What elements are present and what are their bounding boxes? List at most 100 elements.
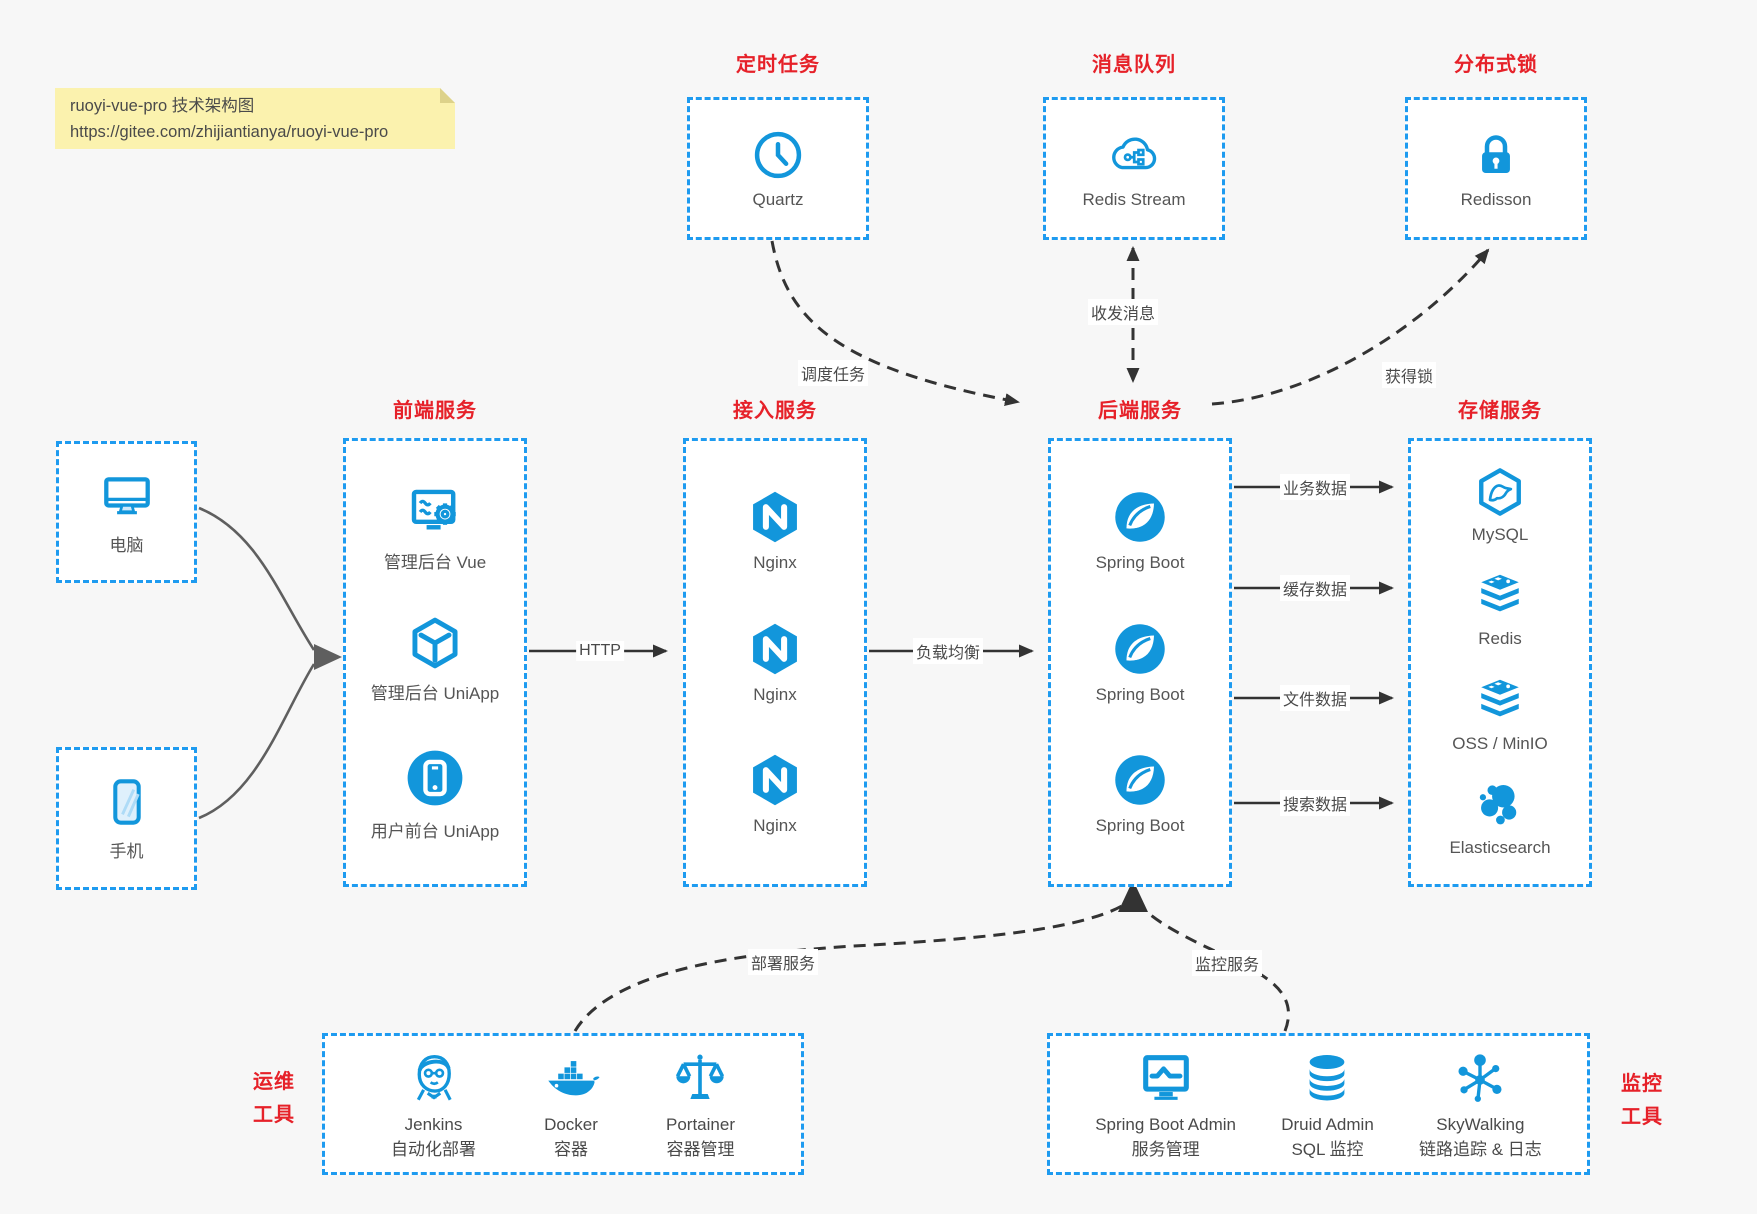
- docker-label: Docker: [544, 1114, 598, 1134]
- spring-boot-item: Spring Boot: [1095, 489, 1185, 573]
- spring-boot-item: Spring Boot: [1095, 621, 1185, 705]
- redis-stream-item: Redis Stream: [1082, 128, 1186, 210]
- skywalking-sublabel: 链路追踪 & 日志: [1418, 1139, 1542, 1159]
- group-title-scheduler: 定时任务: [736, 54, 820, 76]
- user-uniapp-item: 用户前台 UniApp: [371, 747, 499, 842]
- edge-label-acquire-lock: 获得锁: [1381, 362, 1437, 388]
- pc-item: 电脑: [100, 469, 154, 556]
- redis-stack-icon: [1481, 575, 1519, 612]
- edge-label-monitor-service: 监控服务: [1191, 950, 1263, 976]
- nginx-item: Nginx: [747, 489, 803, 573]
- clock-icon: [754, 131, 802, 178]
- elasticsearch-item: Elasticsearch: [1449, 780, 1551, 858]
- nginx-icon: [753, 491, 797, 542]
- phone-client-box: 手机: [56, 747, 197, 890]
- edge-acquire-lock: [1211, 248, 1490, 406]
- sba-label: Spring Boot Admin: [1095, 1114, 1236, 1134]
- nginx-icon: [753, 623, 797, 674]
- scheduler-box: Quartz: [687, 97, 869, 240]
- spring-icon: [1115, 623, 1165, 674]
- druid-sublabel: SQL 监控: [1291, 1139, 1364, 1159]
- edge-label-search-data: 搜索数据: [1279, 790, 1351, 816]
- note-url: https://gitee.com/zhijiantianya/ruoyi-vu…: [70, 123, 389, 141]
- admin-vue-label: 管理后台 Vue: [383, 552, 487, 572]
- spring-boot-label: Spring Boot: [1095, 684, 1185, 704]
- jenkins-item: Jenkins 自动化部署: [391, 1049, 476, 1160]
- docker-item: Docker 容器: [542, 1049, 600, 1160]
- edge-label-http: HTTP: [576, 641, 624, 661]
- group-title-monitoring-tools: 监控 工具: [1621, 1073, 1663, 1128]
- edge-label-business-data: 业务数据: [1279, 474, 1351, 500]
- pc-label: 电脑: [109, 535, 144, 555]
- mysql-label: MySQL: [1471, 525, 1529, 545]
- nginx-icon: [753, 755, 797, 806]
- edge-label-schedule-job: 调度任务: [797, 360, 869, 386]
- skywalking-icon: [1458, 1053, 1502, 1102]
- edge-label-file-data: 文件数据: [1279, 685, 1351, 711]
- group-title-storage: 存储服务: [1458, 400, 1542, 422]
- redisson-item: Redisson: [1461, 128, 1531, 210]
- mysql-item: MySQL: [1471, 467, 1529, 545]
- storage-stack-icon: [1481, 679, 1519, 716]
- admin-uniapp-label: 管理后台 UniApp: [370, 684, 500, 703]
- edge-label-send-receive-message: 收发消息: [1087, 299, 1159, 325]
- skywalking-item: SkyWalking 链路追踪 & 日志: [1419, 1049, 1542, 1160]
- elasticsearch-icon: [1479, 784, 1517, 825]
- ops-tools-box: Jenkins 自动化部署 Docker 容器: [322, 1033, 804, 1175]
- pc-client-box: 电脑: [56, 441, 197, 583]
- edge-deploy-service: [573, 901, 1128, 1032]
- docker-icon: [548, 1060, 600, 1095]
- admin-vue-item: 管理后台 Vue: [384, 484, 486, 573]
- mysql-icon: [1479, 468, 1521, 517]
- portainer-item: Portainer 容器管理: [666, 1049, 735, 1160]
- group-title-distributed-lock: 分布式锁: [1454, 54, 1538, 76]
- desktop-icon: [103, 476, 150, 514]
- spring-boot-label: Spring Boot: [1095, 816, 1185, 836]
- spring-icon: [1115, 755, 1165, 805]
- skywalking-label: SkyWalking: [1436, 1114, 1525, 1134]
- client-arrowhead: [314, 644, 342, 670]
- sba-label-group: Spring Boot Admin 服务管理: [1095, 1115, 1236, 1160]
- jenkins-label: Jenkins: [404, 1114, 463, 1134]
- oss-minio-label: OSS / MinIO: [1452, 733, 1548, 753]
- portainer-icon: [676, 1054, 725, 1099]
- group-title-gateway: 接入服务: [733, 400, 817, 422]
- nginx-label: Nginx: [753, 684, 797, 704]
- jenkins-icon: [416, 1054, 452, 1100]
- cloud-share-icon: [1112, 137, 1157, 169]
- druid-admin-item: Druid Admin SQL 监控: [1281, 1049, 1374, 1160]
- group-title-ops-tools: 运维 工具: [253, 1071, 295, 1126]
- druid-label-group: Druid Admin SQL 监控: [1281, 1115, 1374, 1160]
- group-title-backend: 后端服务: [1098, 400, 1182, 422]
- smartphone-icon: [112, 779, 141, 825]
- admin-uniapp-item: 管理后台 UniApp: [371, 615, 499, 704]
- redis-item: Redis: [1475, 571, 1525, 649]
- storage-box: MySQL Redis OSS / MinIO: [1408, 438, 1592, 887]
- padlock-icon: [1482, 134, 1510, 173]
- spring-boot-item: Spring Boot: [1095, 752, 1185, 836]
- phone-label: 手机: [109, 842, 144, 861]
- redis-stream-label: Redis Stream: [1082, 189, 1186, 209]
- spring-boot-label: Spring Boot: [1095, 552, 1185, 572]
- jenkins-sublabel: 自动化部署: [391, 1139, 476, 1159]
- portainer-label: Portainer: [666, 1114, 735, 1134]
- group-title-mq: 消息队列: [1092, 54, 1176, 76]
- nginx-label: Nginx: [753, 816, 797, 836]
- druid-icon: [1310, 1054, 1345, 1100]
- spring-boot-admin-item: Spring Boot Admin 服务管理: [1095, 1049, 1236, 1160]
- edge-phone-to-frontend: [198, 663, 316, 820]
- elasticsearch-label: Elasticsearch: [1449, 837, 1551, 857]
- nginx-item: Nginx: [747, 621, 803, 705]
- oss-minio-item: OSS / MinIO: [1452, 676, 1548, 754]
- edge-label-deploy-service: 部署服务: [747, 949, 819, 975]
- edge-label-cache-data: 缓存数据: [1279, 575, 1351, 601]
- phone-item: 手机: [100, 775, 154, 862]
- gateway-box: Nginx Nginx Nginx: [683, 438, 867, 887]
- edge-label-load-balance: 负载均衡: [912, 638, 984, 664]
- docker-label-group: Docker 容器: [544, 1115, 598, 1160]
- jenkins-label-group: Jenkins 自动化部署: [391, 1115, 476, 1160]
- redis-label: Redis: [1478, 629, 1522, 649]
- note-title: ruoyi-vue-pro 技术架构图: [70, 97, 255, 115]
- quartz-label: Quartz: [752, 189, 804, 209]
- cube-icon: [412, 617, 458, 669]
